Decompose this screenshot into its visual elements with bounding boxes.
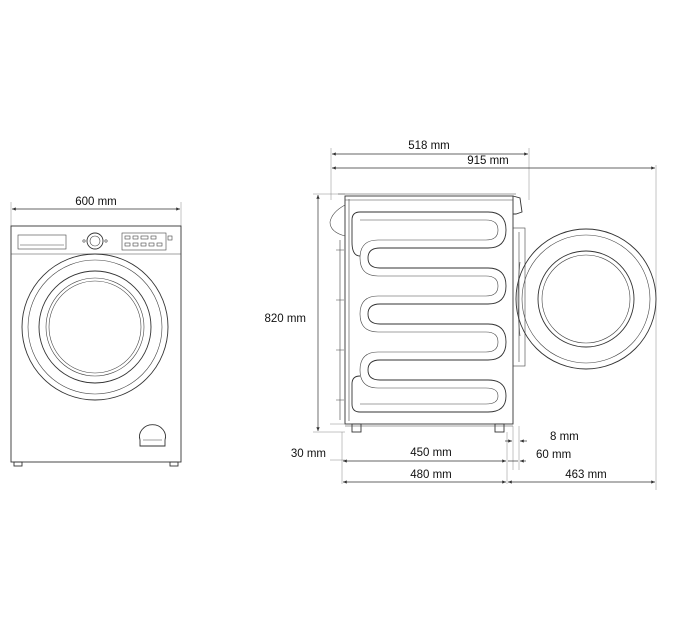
front-cabinet [10,225,182,463]
body-depth-dimension: 450 mm [343,447,506,463]
side-cabinet [329,193,526,433]
feet-height-label: 30 mm [291,448,326,460]
detergent-drawer [17,234,67,250]
door-offset-label: 8 mm [550,431,579,443]
side-height-dimension: 820 mm [264,193,345,433]
door-open-label: 463 mm [565,469,607,481]
open-door-depth-label: 915 mm [467,155,509,167]
door-open-dimension: 463 mm [508,469,655,484]
open-door-depth-dimension: 915 mm [332,155,657,490]
front-width-label: 600 mm [75,196,117,208]
front-door [21,253,169,401]
front-foot-right [169,461,179,467]
total-depth-label: 480 mm [410,469,452,481]
control-panel [17,232,173,251]
side-depth-dimension: 518 mm [330,140,530,200]
service-hatch [139,424,166,447]
body-depth-label: 450 mm [410,447,452,459]
front-foot-left [13,461,23,467]
door-offset-dimension: 8 mm [505,431,579,443]
front-view: 600 mm [10,196,182,467]
side-depth-label: 518 mm [408,140,450,152]
display-panel [121,232,167,251]
door-thickness-label: 60 mm [536,449,571,461]
open-door [515,228,657,370]
side-height-label: 820 mm [264,313,306,325]
door-thickness-dimension: 60 mm [508,449,571,463]
total-depth-dimension: 480 mm [343,469,506,484]
front-width-dimension: 600 mm [10,196,182,226]
feet-height-dimension: 30 mm [291,423,345,461]
side-view: 518 mm 915 mm 820 mm [264,140,657,490]
program-knob [86,232,104,250]
